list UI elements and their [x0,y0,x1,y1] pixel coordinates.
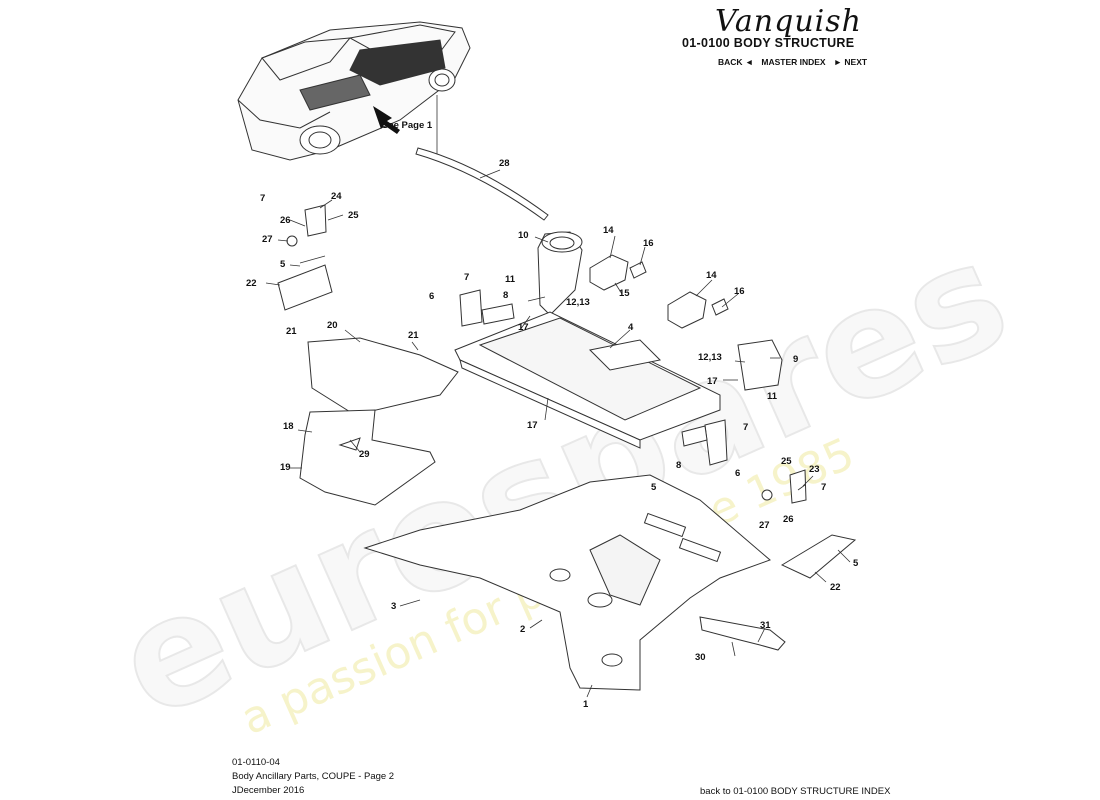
back-label: BACK [718,57,743,67]
label-part-24: 24 [331,191,342,202]
part-24-bracket-upper [304,204,327,237]
label-part-8-left: 8 [503,290,508,301]
label-part-12-13-left: 12,13 [566,297,590,308]
footer-code: 01-0110-04 [232,757,280,768]
part-22-box-upper [277,264,333,311]
label-part-23: 23 [809,464,820,475]
label-part-14-lower: 14 [706,270,717,281]
label-part-27-lower: 27 [759,520,770,531]
car-overview-image [237,21,471,161]
see-page-label: See Page 1 [382,120,433,131]
navigation-bar: BACK ◄ MASTER INDEX ► NEXT [718,57,867,67]
footer-info: 01-0110-04 Body Ancillary Parts, COUPE -… [232,756,394,798]
back-arrow-icon: ◄ [744,57,754,67]
part-labels: 28 10 14 16 15 14 16 4 7 6 11 8 12,13 17… [246,158,859,710]
back-link[interactable]: BACK ◄ [718,57,753,67]
label-part-28: 28 [499,158,510,169]
label-part-25-lower: 25 [781,456,792,467]
label-part-8-right: 8 [676,460,681,471]
part-9-bracket [737,339,783,391]
footer-title: Body Ancillary Parts, COUPE - Page 2 [232,771,395,782]
label-part-3: 3 [391,601,396,612]
label-part-10: 10 [518,230,529,241]
label-part-11-left: 11 [505,274,516,285]
label-part-2: 2 [520,624,525,635]
next-arrow-icon: ► [833,57,843,67]
label-part-7-lower: 7 [821,482,826,493]
part-14-block-upper [589,254,629,291]
label-part-7-right: 7 [743,422,748,433]
next-link[interactable]: ► NEXT [834,57,867,67]
label-part-7-left: 7 [464,272,469,283]
label-part-21-right: 21 [408,330,419,341]
label-part-20: 20 [327,320,338,331]
label-part-30: 30 [695,652,706,663]
label-part-12-13-right: 12,13 [698,352,722,363]
part-16-plate-upper [629,261,647,279]
part-28-strip [415,147,549,221]
label-part-25-upper: 25 [348,210,359,221]
part-27-grommet-lower [761,489,773,501]
part-6-bracket-right [704,419,728,466]
label-part-16-upper: 16 [643,238,654,249]
part-24-bracket-lower [789,469,807,504]
label-part-26-upper: 26 [280,215,291,226]
label-part-14-upper: 14 [603,225,614,236]
part-22-box-lower [780,534,857,579]
label-part-5-upper: 5 [280,259,286,270]
label-part-5-right: 5 [853,558,859,569]
label-part-5-center: 5 [651,482,657,493]
part-14-block-lower [667,291,707,329]
part-6-bracket-left [459,289,483,327]
label-part-17-lower: 17 [527,420,538,431]
part-8-plate-left [481,303,515,325]
label-part-16-lower: 16 [734,286,745,297]
part-4-floor-tunnel [454,311,721,449]
label-part-19: 19 [280,462,291,473]
arrow-icon [373,106,400,134]
label-part-4: 4 [628,322,634,333]
next-label: NEXT [844,57,868,67]
label-part-17-upper: 17 [518,322,529,333]
label-part-27-upper: 27 [262,234,273,245]
part-16-plate-lower [711,298,729,316]
section-title: 01-0100 BODY STRUCTURE [682,36,855,50]
label-part-1: 1 [583,699,589,710]
master-index-link[interactable]: MASTER INDEX [761,57,826,67]
leader-lines [265,169,851,698]
part-27-grommet-upper [286,235,298,247]
label-part-31: 31 [760,620,771,631]
label-part-22-lower: 22 [830,582,841,593]
part-18-bulkhead [299,409,436,506]
label-part-29: 29 [359,449,370,460]
label-part-26-lower: 26 [783,514,794,525]
label-part-18: 18 [283,421,294,432]
label-part-6-left: 6 [429,291,434,302]
back-to-index-link[interactable]: back to 01-0100 BODY STRUCTURE INDEX [700,786,891,797]
label-part-7-upper: 7 [260,193,265,204]
part-10-bracket [537,231,583,316]
part-1-floor-panel [363,474,771,691]
label-part-22-upper: 22 [246,278,257,289]
label-part-11-right: 11 [767,391,778,402]
see-page-callout[interactable]: See Page 1 [373,106,433,134]
label-part-6-right: 6 [735,468,740,479]
label-part-21-left: 21 [286,326,297,337]
label-part-17-right: 17 [707,376,718,387]
part-20-panel [307,337,459,416]
part-8-plate-right [681,425,708,447]
brand-logo: Vanquish [715,4,862,39]
label-part-15: 15 [619,288,630,299]
part-31-bracket [699,616,786,651]
label-part-9: 9 [793,354,798,365]
footer-date: JDecember 2016 [232,785,305,796]
